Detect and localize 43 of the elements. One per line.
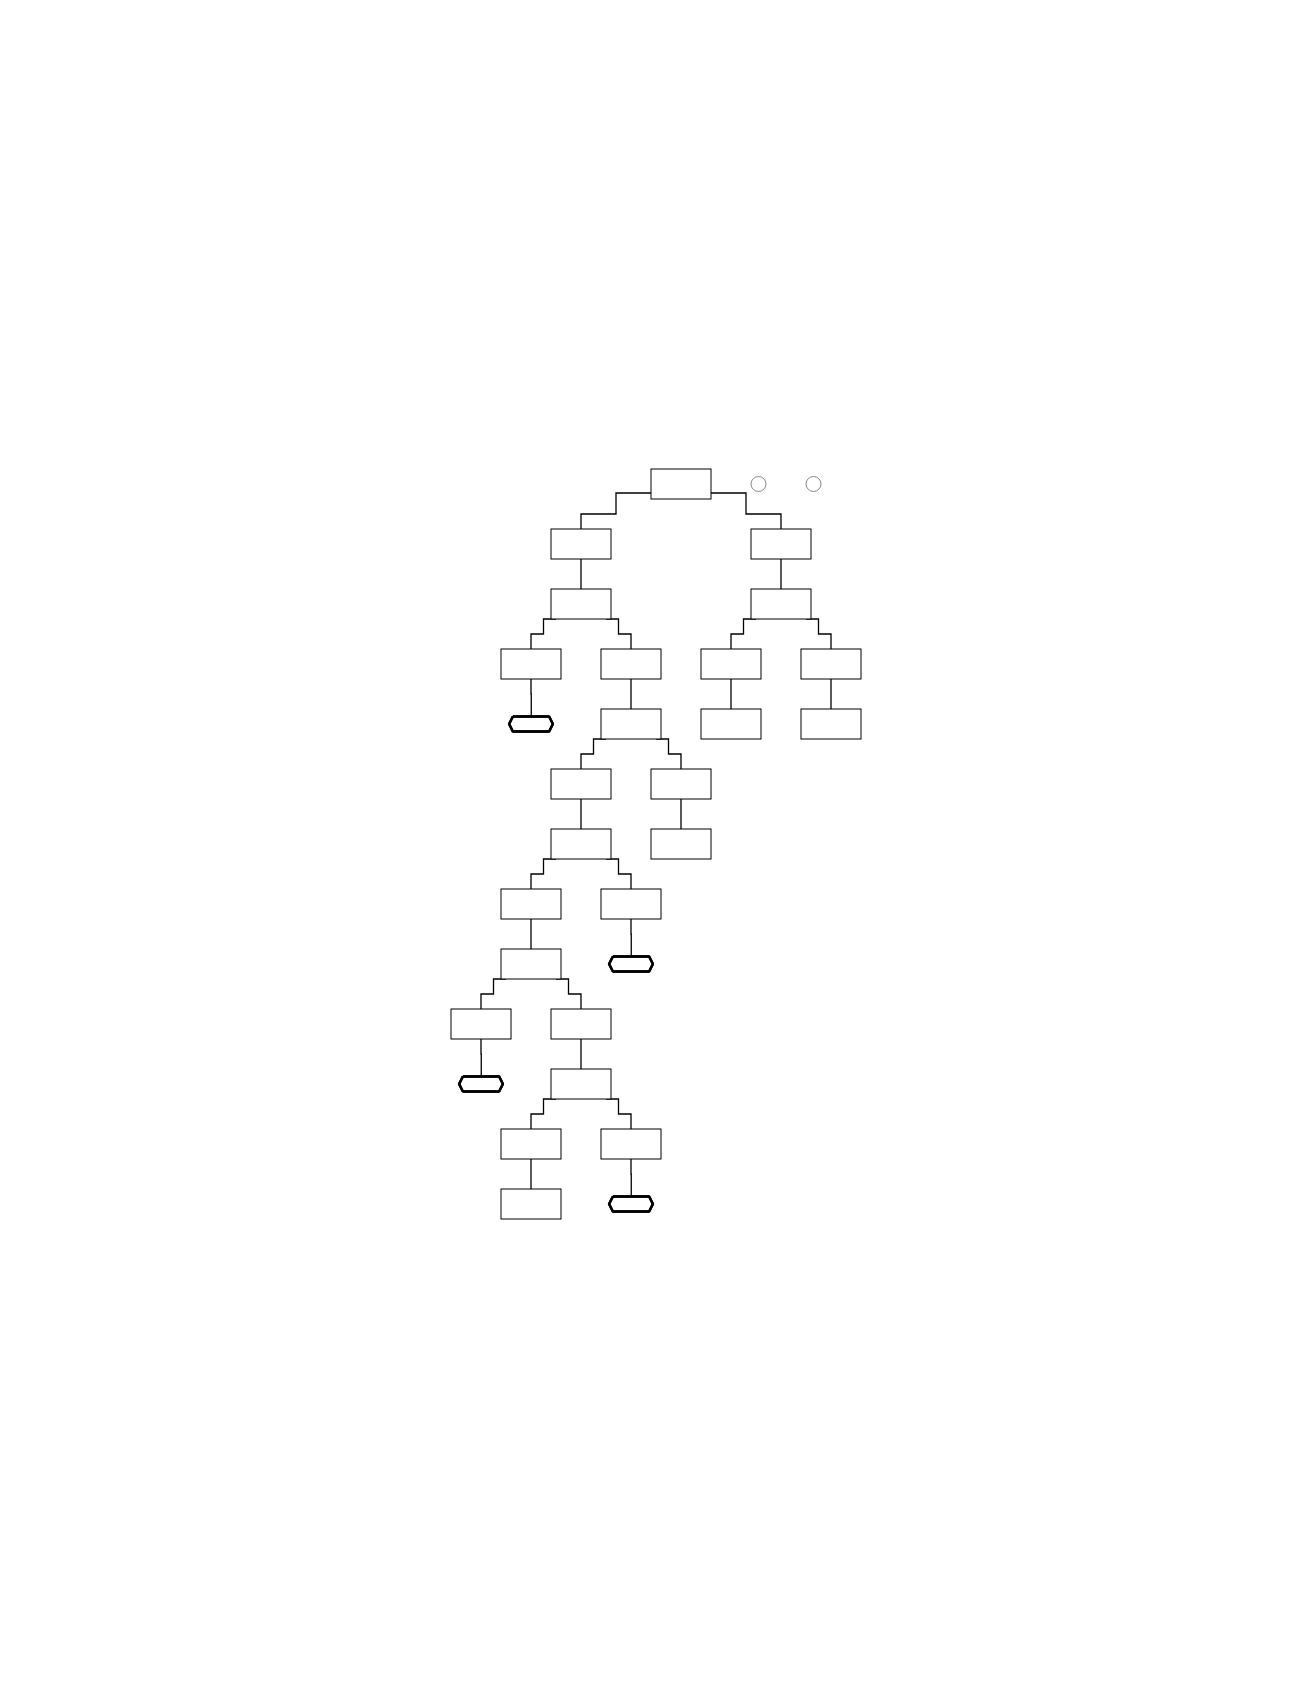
node-box [700, 648, 762, 679]
node-box [550, 588, 612, 619]
connector [580, 1037, 582, 1070]
node-box [550, 1068, 612, 1099]
node-circle [750, 475, 767, 492]
node-box [450, 1008, 512, 1039]
connector [580, 797, 582, 830]
node-box [500, 1188, 562, 1219]
node-box [600, 888, 662, 919]
node-box [550, 828, 612, 859]
node-box [500, 1128, 562, 1159]
connector [710, 491, 782, 530]
connector [530, 677, 533, 718]
node-box [500, 888, 562, 919]
connector [530, 917, 532, 950]
node-box [750, 588, 812, 619]
connector [580, 557, 582, 590]
node-box [500, 948, 562, 979]
node-box [800, 708, 862, 739]
connector [630, 1157, 633, 1198]
connector [580, 491, 652, 530]
node-box [750, 528, 812, 559]
node-box [700, 708, 762, 739]
connector [530, 1157, 532, 1190]
connector [780, 557, 782, 590]
connector [630, 677, 632, 710]
node-box [800, 648, 862, 679]
node-circle [805, 475, 822, 492]
node-box [650, 828, 712, 859]
connector [480, 1037, 483, 1078]
node-box [650, 468, 712, 499]
connector [730, 677, 732, 710]
connector [680, 797, 682, 830]
node-box [550, 1008, 612, 1039]
connector [830, 677, 832, 710]
node-box [600, 1128, 662, 1159]
node-box [500, 648, 562, 679]
node-box [550, 528, 612, 559]
connector [630, 917, 633, 958]
node-box [600, 648, 662, 679]
node-box [650, 768, 712, 799]
node-box [550, 768, 612, 799]
node-box [600, 708, 662, 739]
